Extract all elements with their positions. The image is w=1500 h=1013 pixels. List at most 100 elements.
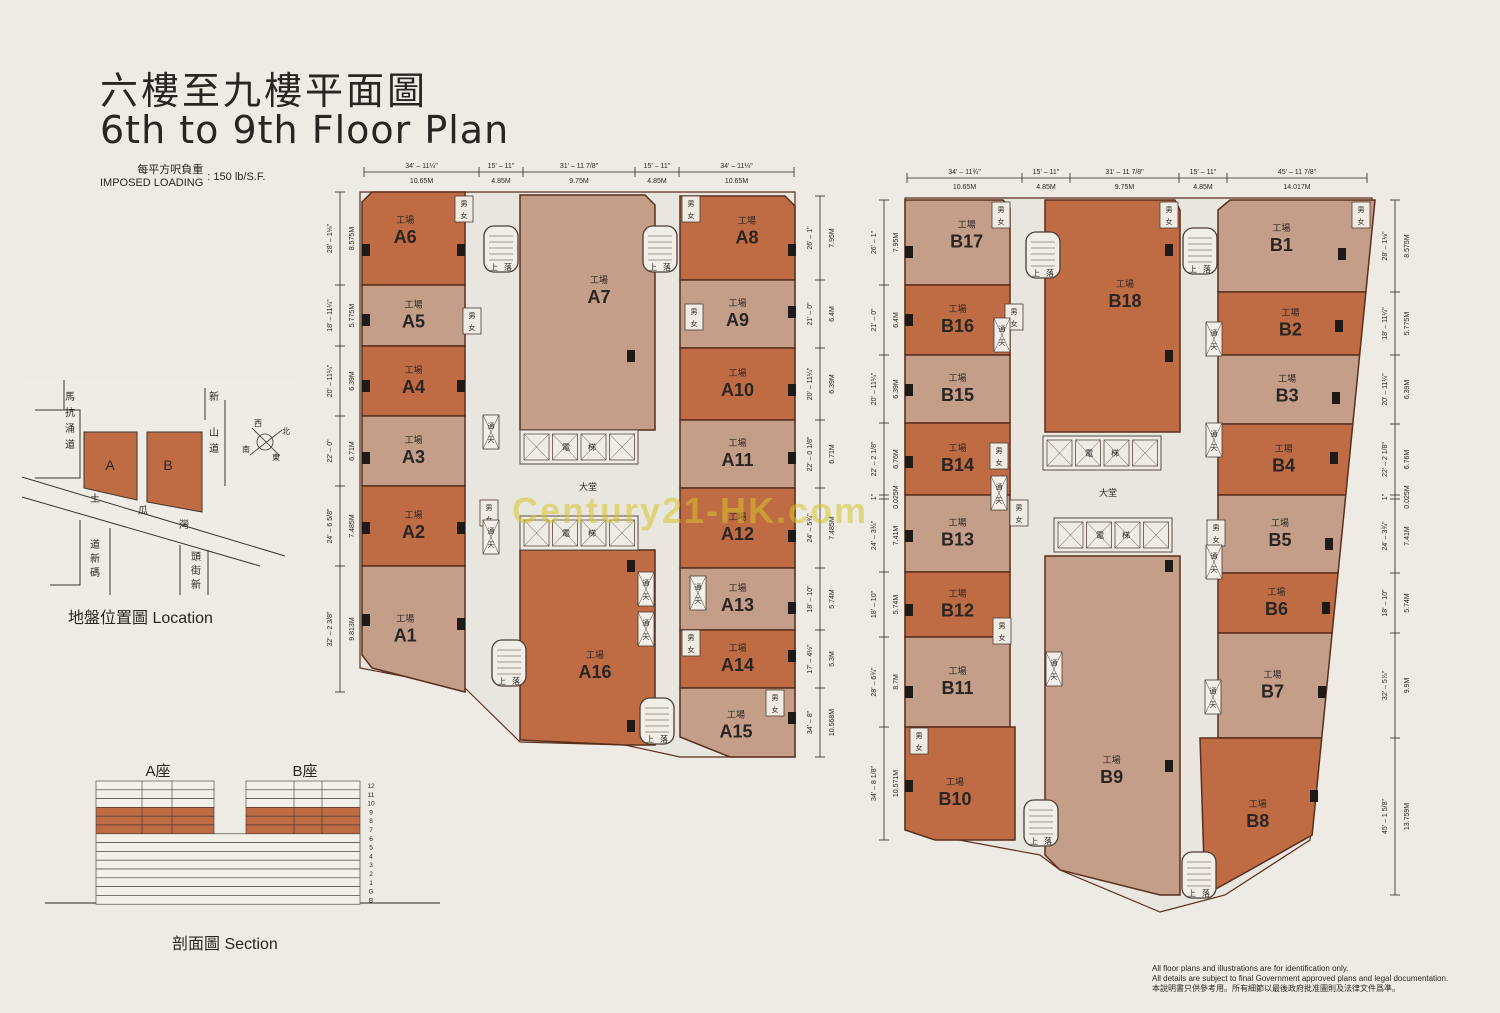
duct-label: 通 xyxy=(488,526,495,535)
unit-factory-label: 工場 xyxy=(586,649,604,660)
compass-west: 西 xyxy=(254,419,262,428)
lift-shaft-cross xyxy=(523,433,550,461)
disclaimer-line: All details are subject to final Governm… xyxy=(1152,974,1449,983)
toilet-male-label: 男 xyxy=(469,312,476,320)
structural-column xyxy=(362,380,370,392)
structural-column xyxy=(627,560,635,572)
stair-up-label: 上 xyxy=(498,677,506,686)
dimension-imperial: 31' – 11 7/8" xyxy=(560,163,599,170)
structural-column xyxy=(788,452,796,464)
street-line xyxy=(50,520,81,586)
stair-up-label: 上 xyxy=(490,263,498,272)
stair-down-label: 落 xyxy=(1203,264,1211,274)
unit-factory-label: 工場 xyxy=(404,364,422,375)
unit-label: A9 xyxy=(726,310,749,330)
title-english: 6th to 9th Floor Plan xyxy=(100,108,510,152)
dimension-imperial: 28' – 1⅛" xyxy=(1382,231,1389,261)
unit-factory-label: 工場 xyxy=(948,442,966,453)
structural-column xyxy=(457,380,465,392)
dimension-metric: 10.65M xyxy=(953,184,977,191)
structural-column xyxy=(788,244,796,256)
disclaimer-line: 本說明書只供參考用。所有細節以最後政府批准圖則及法律文件爲準。 xyxy=(1152,984,1400,993)
unit-b18 xyxy=(1044,199,1181,433)
air-duct-cross xyxy=(637,611,655,647)
disclaimer: All floor plans and illustrations are fo… xyxy=(1152,964,1482,994)
dimension-imperial: 20' – 11¼" xyxy=(327,364,334,397)
dimension-imperial: 34' – 11¼" xyxy=(405,163,438,170)
street-line xyxy=(21,496,261,567)
dimension-imperial: 20' – 11¼" xyxy=(807,367,814,400)
toilet-male-label: 男 xyxy=(691,308,698,316)
dimension-imperial: 24' – 3¾" xyxy=(1382,521,1389,551)
stair-up-label: 上 xyxy=(1032,269,1040,278)
air-duct-cross xyxy=(1045,651,1063,687)
dimension-metric: 6.76M xyxy=(893,449,900,469)
street-line xyxy=(35,409,81,479)
duct-label: 天 xyxy=(643,633,650,641)
location-block-a-label: A xyxy=(105,457,115,473)
dimension-imperial: 15' – 11" xyxy=(644,163,671,170)
unit-factory-label: 工場 xyxy=(728,511,746,522)
dimension-imperial: 1" xyxy=(1382,493,1389,500)
section-floor-number: 12 xyxy=(367,783,375,790)
dimension-metric: 9.75M xyxy=(1115,184,1135,191)
structural-column xyxy=(788,650,796,662)
unit-factory-label: 工場 xyxy=(948,665,966,676)
structural-column xyxy=(1335,320,1343,332)
duct-label: 通 xyxy=(1211,328,1218,337)
unit-b10 xyxy=(904,726,1016,841)
lift-shaft xyxy=(1086,521,1112,549)
structural-column xyxy=(362,314,370,326)
dimension-imperial: 15' – 11" xyxy=(488,163,515,170)
unit-factory-label: 工場 xyxy=(948,517,966,528)
lift-lobby-block xyxy=(1042,435,1162,471)
unit-label: A4 xyxy=(402,377,425,397)
stair-up-label: 上 xyxy=(1030,837,1038,846)
lift-label: 電 xyxy=(1096,531,1104,540)
street-name-char: 碼 xyxy=(90,567,100,579)
dimension-metric: 5.775M xyxy=(1404,312,1411,336)
stair-up-label: 上 xyxy=(649,263,657,272)
structural-column xyxy=(457,244,465,256)
dimension-imperial: 22' – 2 1/8" xyxy=(1382,442,1389,477)
staircase-outline xyxy=(1023,799,1059,847)
dimension-imperial: 15' – 11" xyxy=(1190,169,1217,176)
section-title: 剖面圖 Section xyxy=(172,936,278,953)
title-chinese: 六樓至九樓平面圖 xyxy=(100,69,429,113)
dimension-metric: 0.025M xyxy=(1404,485,1411,509)
street-name-char: 道 xyxy=(65,438,75,451)
stair-down-label: 落 xyxy=(512,676,520,686)
dimension-metric: 6.71M xyxy=(349,441,356,461)
dimension-metric: 5.775M xyxy=(349,304,356,328)
staircase-outline xyxy=(483,225,519,273)
stair-up-label: 上 xyxy=(1189,265,1197,274)
duct-label: 天 xyxy=(1211,343,1218,351)
compass-line xyxy=(251,427,281,457)
toilet-female-label: 女 xyxy=(1213,535,1220,544)
dimension-metric: 6.4M xyxy=(829,306,836,322)
location-block-a xyxy=(83,431,138,501)
structural-column xyxy=(1165,244,1173,256)
toilet-block xyxy=(681,629,701,657)
section-floor-a xyxy=(95,780,215,791)
street-name-char: 新 xyxy=(90,552,100,565)
street-name-char: 新 xyxy=(191,578,201,591)
street-name-char: 灣 xyxy=(179,519,189,531)
dimension-metric: 6.4M xyxy=(893,312,900,328)
unit-label: A11 xyxy=(721,450,753,470)
duct-label: 天 xyxy=(695,597,702,605)
dimension-imperial: 28' – 6¾" xyxy=(871,667,878,697)
stair-down-label: 落 xyxy=(1202,888,1210,898)
unit-label: A5 xyxy=(402,312,425,332)
dimension-metric: 6.39M xyxy=(893,379,900,399)
dimension-metric: 7.485M xyxy=(829,516,836,540)
duct-label: 天 xyxy=(996,497,1003,505)
dimension-imperial: 34' – 11¼" xyxy=(720,163,753,170)
dimension-imperial: 31' – 11 7/8" xyxy=(1105,169,1144,176)
lift-shaft-cross xyxy=(1046,439,1073,467)
dimension-metric: 10.65M xyxy=(410,178,434,185)
toilet-female-label: 女 xyxy=(916,743,923,752)
unit-label: B17 xyxy=(950,232,983,252)
structural-column xyxy=(905,780,913,792)
